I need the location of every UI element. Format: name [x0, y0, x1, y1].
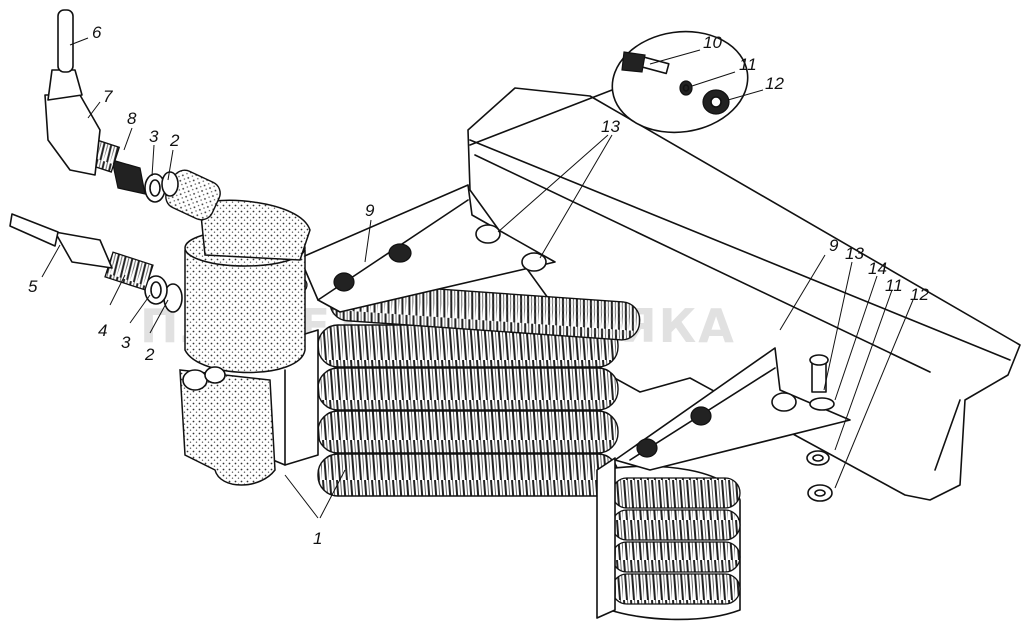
label-9-lower: 9: [829, 236, 839, 255]
label-1: 1: [313, 529, 322, 548]
label-14: 14: [868, 259, 887, 278]
label-10: 10: [703, 33, 722, 52]
label-3-upper: 3: [149, 127, 159, 146]
label-7: 7: [103, 87, 113, 106]
cooler-coil-bank: [317, 282, 741, 621]
label-5: 5: [28, 277, 38, 296]
loose-washer-nut-lower: [806, 450, 833, 502]
hardware-inset: [469, 30, 749, 146]
upper-oil-line: [44, 9, 179, 203]
label-2-upper: 2: [169, 131, 180, 150]
label-8: 8: [127, 109, 137, 128]
label-9-upper: 9: [365, 201, 375, 220]
label-4: 4: [98, 321, 107, 340]
label-11-lower: 11: [885, 276, 903, 295]
label-12-inset: 12: [765, 74, 784, 93]
valve-body: [165, 169, 311, 486]
part-labels: 1 2 2 3 3 4 5 6 7 8 9 9 10 11 11 12 12 1…: [28, 23, 929, 548]
leader-lines: [41, 37, 914, 519]
label-13-upper: 13: [601, 117, 620, 136]
label-12-lower: 12: [910, 285, 929, 304]
label-3-lower: 3: [121, 333, 131, 352]
label-2-lower: 2: [144, 345, 155, 364]
label-13-lower: 13: [845, 244, 864, 263]
lower-oil-line: [9, 213, 183, 313]
label-11-inset: 11: [739, 55, 757, 74]
label-6: 6: [92, 23, 102, 42]
